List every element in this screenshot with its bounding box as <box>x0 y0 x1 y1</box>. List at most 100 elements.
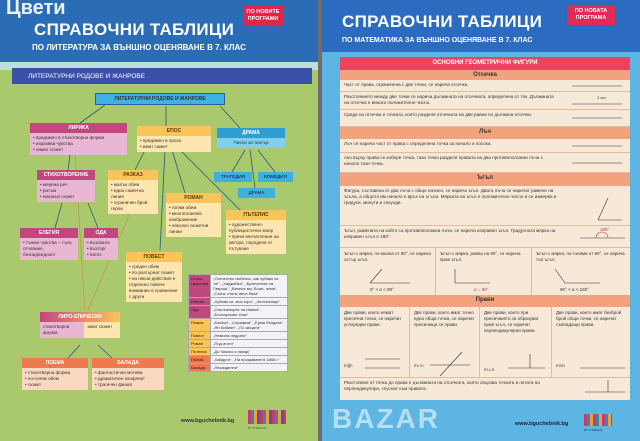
genre-cell: Поема <box>187 355 212 364</box>
item: стихотворна форма <box>40 322 85 338</box>
text: Фигура, съставена от два лъча с общо нач… <box>344 188 557 205</box>
item: голям обем <box>169 205 218 211</box>
section-agal: Ъгъл <box>340 173 630 186</box>
math-booklet: СПРАВОЧНИ ТАБЛИЦИ ПО МАТЕМАТИКА ЗА ВЪНШН… <box>322 0 640 441</box>
row: Разстоянието между две точки се нарича д… <box>340 92 630 110</box>
formula: 0° < α < 90° <box>370 287 394 292</box>
formula: α = 90° <box>474 287 489 292</box>
watermark: Цвети <box>6 0 66 19</box>
website: www.bguchebnik.bg <box>181 418 235 424</box>
text: Ъгъл, рамената на който са противоположн… <box>344 228 556 239</box>
node-stihotvorenie: СТИХОТВОРЕНИЕмерена речритъмникакъв сюже… <box>37 170 95 202</box>
geometry-figures <box>365 85 625 393</box>
section-band: ЛИТЕРАТУРНИ РОДОВЕ И ЖАНРОВЕ <box>12 68 312 84</box>
angle-obtuse: Ъгъл с мярка, по-голяма от 90°, се нарич… <box>532 248 630 295</box>
node-title: ПОЕМА <box>22 358 88 368</box>
node-title: ПОВЕСТ <box>126 252 182 262</box>
item: възхвала <box>87 240 115 246</box>
publisher-logo <box>584 414 612 426</box>
lines-intersecting: Две прави, които имат точно една обща то… <box>410 307 480 377</box>
node-povest: ПОВЕСТ среден обемпо-разгърнат сюжетна ня… <box>126 252 182 302</box>
table-row: Ода„Опълченците на Шипка“, „Българският … <box>187 305 288 319</box>
section-pravi: Прави <box>340 295 630 307</box>
genre-cell: Повест <box>187 331 212 340</box>
publisher-name: БГ УЧЕБНИК <box>248 426 267 430</box>
item: фантастични мотиви <box>95 370 161 376</box>
works-cell: „Хубава си, моя горо“, „Заточеници“ <box>210 297 288 306</box>
item: трагичен финал <box>95 382 161 388</box>
works-table: Стихо-творения„Отечество любезно, как ху… <box>187 274 288 372</box>
item: по-голям обем <box>25 376 85 382</box>
node-komedia: КОМЕДИЯ <box>258 172 293 182</box>
row: Лъч се нарича част от права с определена… <box>340 139 630 153</box>
item: предимно в стихотворна форма <box>33 135 124 141</box>
publisher-logo <box>248 410 286 424</box>
angle-acute: Ъгъл с мярка, по-малка от 90°, се нарича… <box>340 248 436 295</box>
item: малък обем <box>111 182 155 188</box>
item: Пиеси за театър <box>233 140 269 145</box>
works-cell: „Опълченците на Шипка“, „Българският ези… <box>210 305 288 319</box>
formula: m⊥n <box>484 367 495 372</box>
item: нямат сюжет <box>33 147 124 153</box>
subtitle: ПО МАТЕМАТИКА ЗА ВЪНШНО ОЦЕНЯВАНЕ В 7. К… <box>342 37 533 44</box>
section-otsechka: Отсечка <box>340 70 630 80</box>
node-roman: РОМАНголям обеммногопланово изображениен… <box>166 193 221 237</box>
works-cell: „Отечество любезно, как хубаво си ти!“, … <box>210 274 288 298</box>
table-row: Разказ„Косачи“, „Серафим“, „Ерма бъндата… <box>187 318 288 332</box>
table-row: Стихо-творения„Отечество любезно, как ху… <box>187 274 288 298</box>
item: предимно в проза <box>140 138 208 144</box>
table-row: Елегия„Хубава си, моя горо“, „Заточеници… <box>187 297 288 306</box>
item: сюжет <box>25 382 85 388</box>
text: Ъгъл с мярка, по-малка от 90°, се нарича… <box>344 251 431 262</box>
publisher-name: БГ УЧЕБНИК <box>584 428 603 432</box>
row: Среда на отсечка е точката, която раздел… <box>340 110 630 127</box>
item: по-разгърнат сюжет <box>129 270 179 276</box>
item: среден обем <box>129 264 179 270</box>
text: Две прави, които имат безброй брой общи … <box>556 310 622 327</box>
item: драматичен конфликт <box>95 376 161 382</box>
item: една сюжетна линия <box>111 188 155 200</box>
genre-cell: Разказ <box>187 318 212 332</box>
node-title: ЕПОС <box>137 126 211 136</box>
angle-label: 180° <box>600 227 610 232</box>
works-cell: „Немили-недраги“ <box>210 331 288 340</box>
watermark: BAZAR <box>332 403 440 434</box>
item: художествено-публицистичен жанр <box>229 222 283 234</box>
node-title: ЛИРО-ЕПИЧЕСКИ <box>40 312 120 322</box>
node-title: СТИХОТВОРЕНИЕ <box>37 170 95 180</box>
item: ограничен брой герои <box>111 200 155 212</box>
node-drama-genre: ДРАМА <box>238 188 275 198</box>
formula: m≡n <box>556 363 565 368</box>
item: никакъв сюжет <box>40 194 92 200</box>
formula: 90° < α < 180° <box>560 287 589 292</box>
table-row: Роман„Под игото“ <box>187 339 288 348</box>
works-cell: „Под игото“ <box>210 339 288 348</box>
item: тъжни чувства – тъга, отчаяние, безнадеж… <box>23 240 75 258</box>
genre-cell: Елегия <box>187 297 212 306</box>
title: СПРАВОЧНИ ТАБЛИЦИ <box>342 12 543 31</box>
item: на някои действия е отделено повече вним… <box>129 276 179 300</box>
works-cell: „До Чикаго и назад“ <box>210 347 288 356</box>
genre-cell: Балада <box>187 363 212 372</box>
item: възторг <box>87 246 115 252</box>
lines-perpendicular: Две прави, които при пресичането си обра… <box>480 307 552 377</box>
subtitle: ПО ЛИТЕРАТУРА ЗА ВЪНШНО ОЦЕНЯВАНЕ В 7. К… <box>32 43 246 52</box>
badge: ПО НОВАТА ПРОГРАМА <box>567 5 615 25</box>
item: патос <box>87 252 115 258</box>
item: многопланово изображение <box>169 211 218 223</box>
node-title: ЕЛЕГИЯ <box>20 228 78 238</box>
text: Две прави, които нямат пресечна точка, с… <box>344 310 402 327</box>
node-lirika: ЛИРИКАпредимно в стихотворна формаизразя… <box>30 123 127 155</box>
node-patepis: ПЪТЕПИСхудожествено-публицистичен жанрпр… <box>226 210 286 254</box>
node-epos: ЕПОСпредимно в прозаимат сюжет <box>137 126 211 152</box>
formula: m∩n <box>414 363 424 368</box>
table-row: Балада„Неразделни“ <box>187 363 288 372</box>
node-tragedia: ТРАГЕДИЯ <box>214 172 252 182</box>
root-node: ЛИТЕРАТУРНИ РОДОВЕ И ЖАНРОВЕ <box>95 93 225 105</box>
length-label: 2 cm <box>597 95 606 100</box>
node-title: ОДА <box>84 228 118 238</box>
text: Ако върху права се избере точка, тази то… <box>344 155 544 166</box>
node-poema: ПОЕМАстихотворна формапо-голям обемсюжет <box>22 358 88 390</box>
node-title: ПЪТЕПИС <box>226 210 286 220</box>
works-cell: „Неразделни“ <box>210 363 288 372</box>
